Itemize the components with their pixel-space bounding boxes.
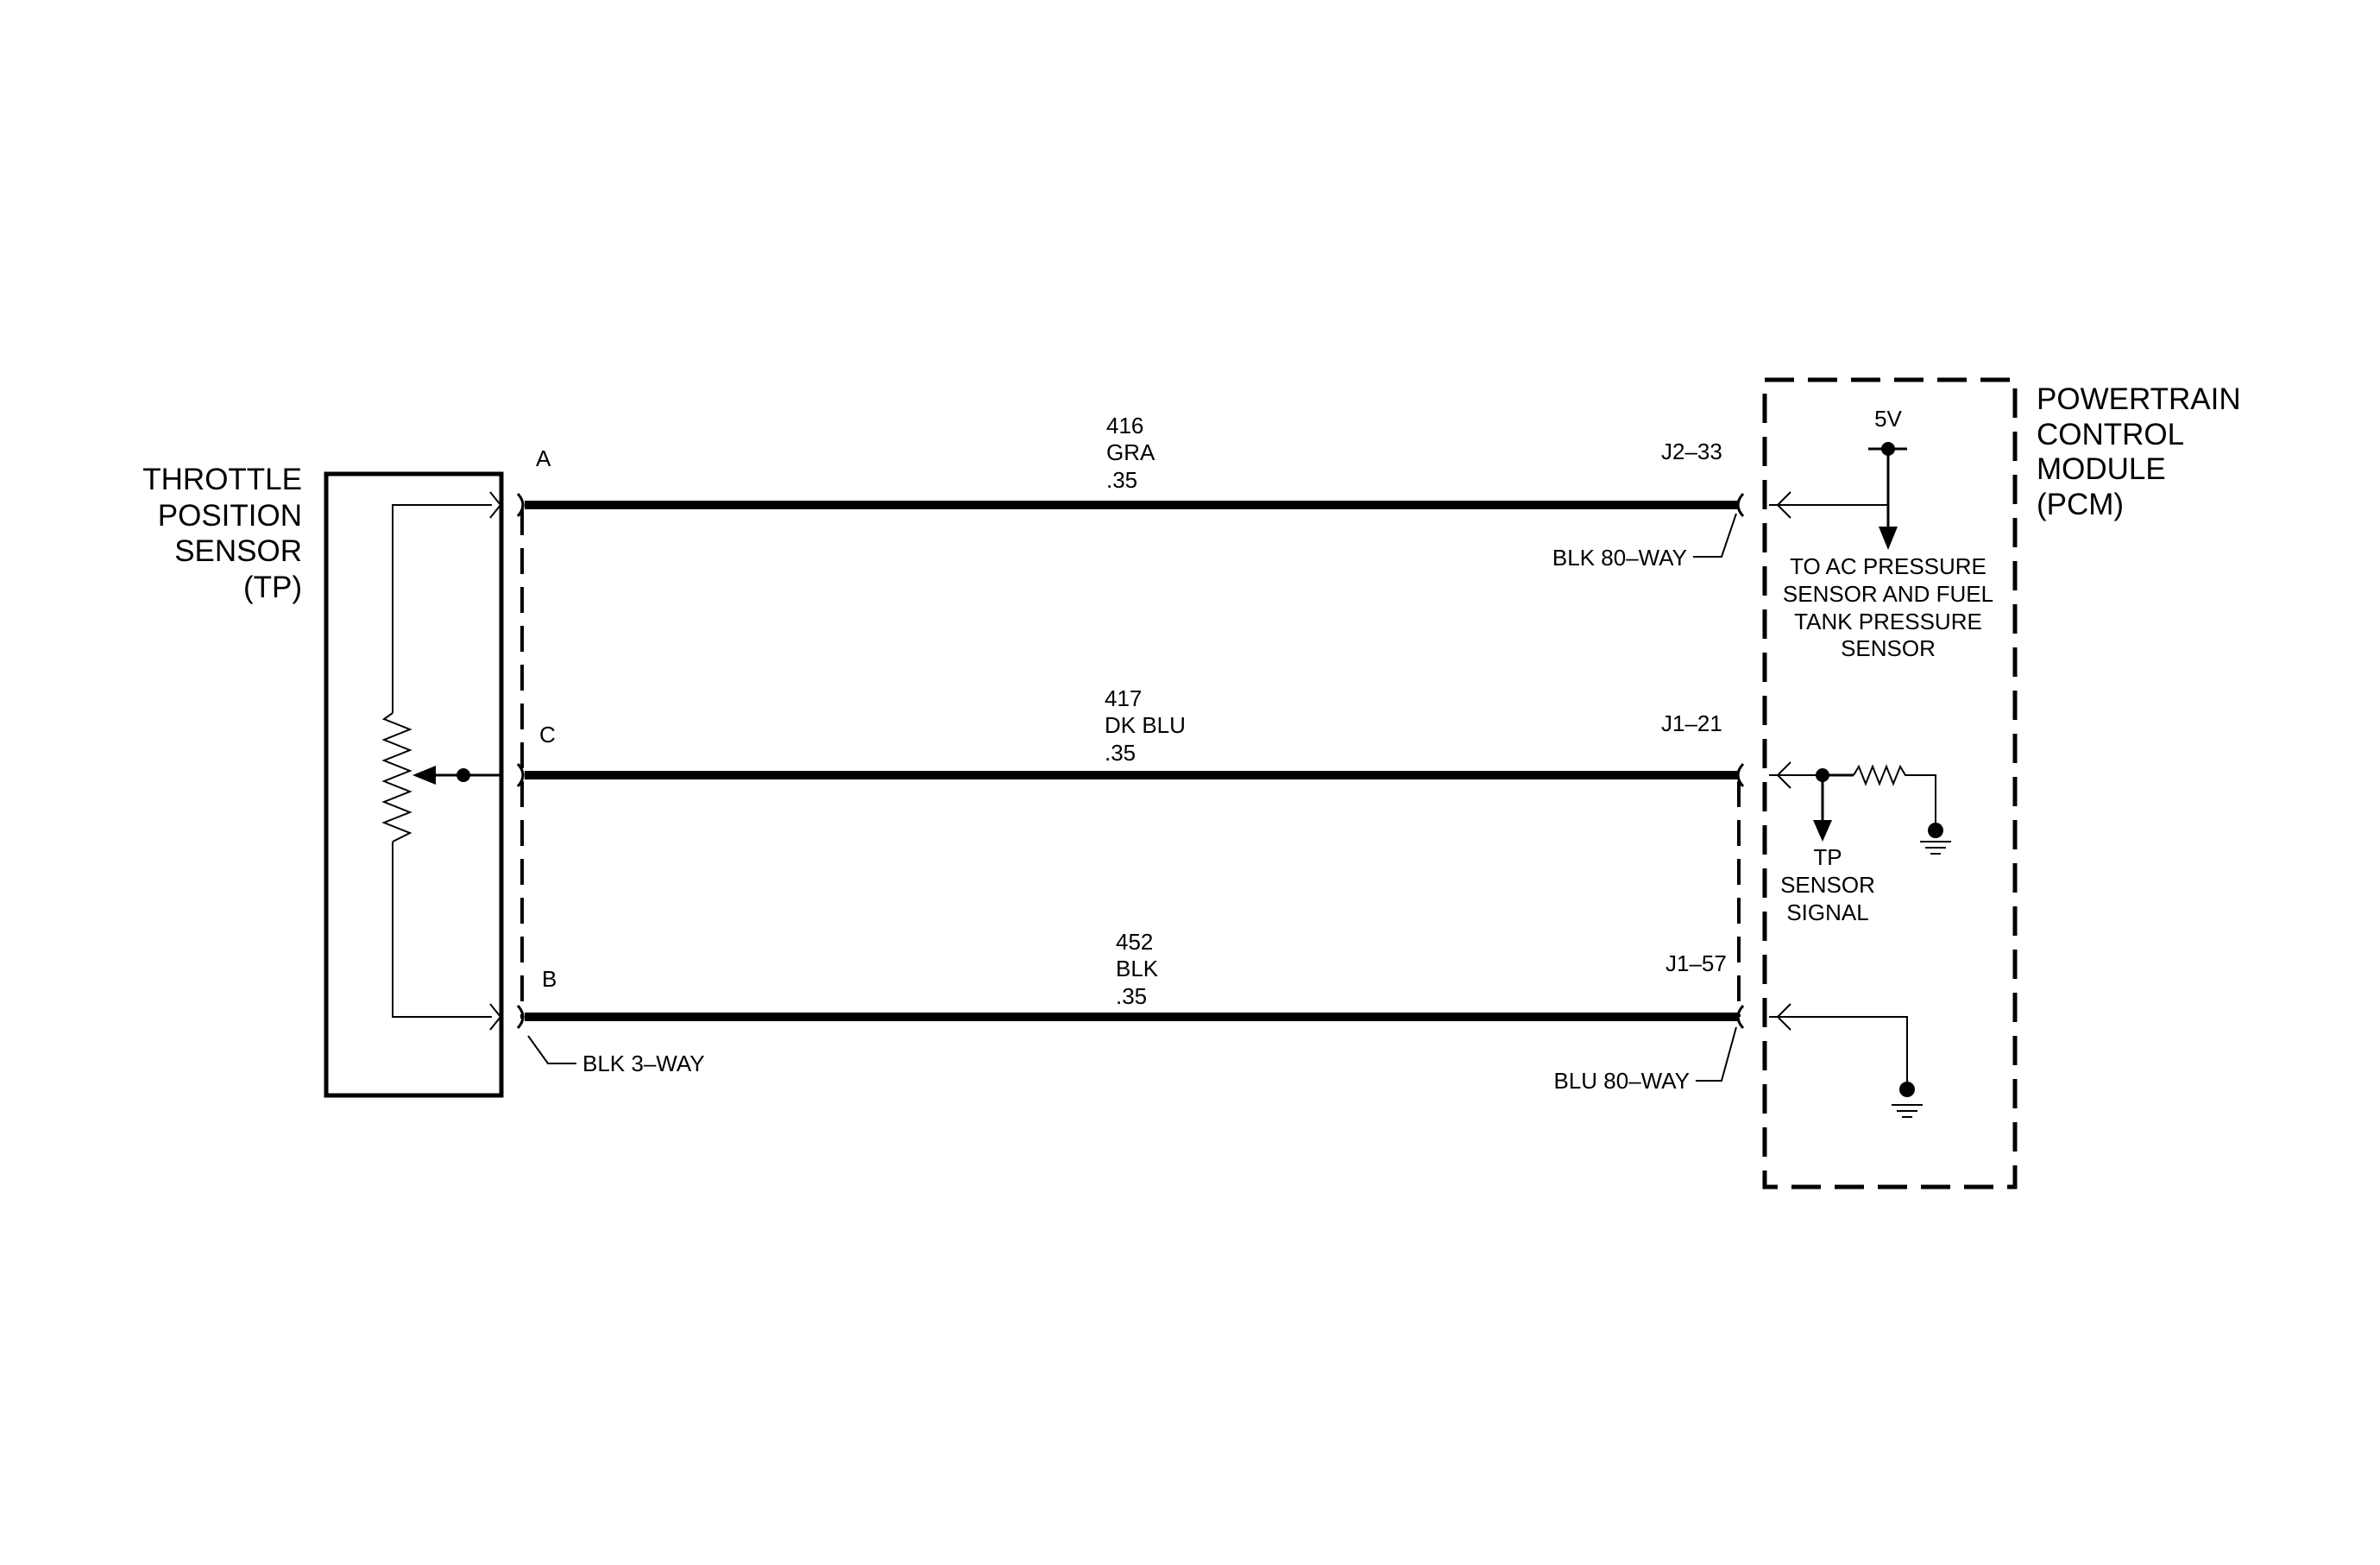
sensor-pin-b: B [542, 966, 557, 992]
circuit-417-gauge: .35 [1105, 740, 1136, 766]
pcm-box [1762, 377, 2018, 1190]
signal-note-line-2: SENSOR [1780, 872, 1875, 898]
circuit-416-number: 416 [1106, 413, 1143, 439]
circuit-416-color: GRA [1106, 439, 1155, 465]
circuit-416-gauge: .35 [1106, 467, 1137, 493]
ac-note-line-2: SENSOR AND FUEL [1783, 581, 1993, 607]
pcm-pin-j2-33: J2–33 [1661, 439, 1722, 464]
ref-voltage-label: 5V [1874, 406, 1902, 432]
ground-circuit [1769, 1003, 1923, 1118]
ground-dot [1899, 1082, 1915, 1097]
ac-note-line-4: SENSOR [1841, 635, 1936, 661]
pcm-name-line-2: CONTROL [2037, 418, 2184, 451]
sensor-connector-ticks [516, 492, 525, 1030]
circuit-452-number: 452 [1116, 929, 1153, 955]
signal-note-line-3: SIGNAL [1786, 899, 1868, 925]
sensor-connector-label: BLK 3–WAY [582, 1051, 705, 1076]
pcm-name-line-1: POWERTRAIN [2037, 382, 2241, 416]
signal-ground-dot [1928, 823, 1943, 838]
potentiometer-symbol [381, 491, 502, 1031]
sensor-name-line-1: THROTTLE [142, 463, 302, 496]
sensor-name-line-2: POSITION [158, 499, 302, 533]
signal-note-line-1: TP [1813, 844, 1842, 870]
ac-note-line-3: TANK PRESSURE [1794, 609, 1982, 634]
pcm-name-line-3: MODULE [2037, 452, 2166, 486]
ac-note-line-1: TO AC PRESSURE [1790, 553, 1986, 579]
sensor-name-line-4: (TP) [243, 571, 302, 604]
sensor-pin-a: A [536, 445, 551, 471]
ground-icon [1892, 1104, 1923, 1118]
circuit-417-number: 417 [1105, 685, 1142, 711]
pcm-pin-j1-21: J1–21 [1661, 710, 1722, 736]
sensor-connector-leader [527, 1035, 576, 1064]
circuit-452-gauge: .35 [1116, 983, 1147, 1009]
wiper-junction-dot [456, 768, 470, 782]
sensor-pin-c: C [539, 722, 556, 748]
pcm-name-line-4: (PCM) [2037, 488, 2124, 521]
circuit-417-color: DK BLU [1105, 712, 1186, 738]
circuit-452-color: BLK [1116, 956, 1159, 981]
signal-ground-icon [1920, 841, 1951, 855]
pcm-connector-bottom-leader [1696, 1026, 1737, 1082]
sensor-name-line-3: SENSOR [174, 534, 302, 568]
pcm-connector-top-label: BLK 80–WAY [1552, 545, 1687, 571]
pcm-pin-j1-57: J1–57 [1665, 950, 1727, 976]
pcm-connector-bottom-label: BLU 80–WAY [1553, 1068, 1690, 1094]
pcm-connector-top-leader [1693, 513, 1737, 558]
sensor-box [324, 471, 504, 1098]
signal-circuit [1769, 761, 1951, 855]
pulldown-resistor-icon [1853, 764, 1936, 827]
ref-voltage-circuit [1769, 442, 1907, 550]
